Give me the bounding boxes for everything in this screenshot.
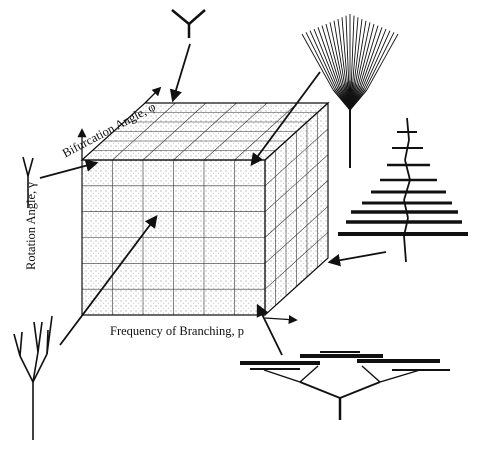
arrow-from-wide-tree [256, 303, 283, 356]
cube-grid [82, 102, 329, 315]
x-axis-arrow [264, 314, 298, 325]
y-axis-label: Rotation Angle, γ [24, 182, 38, 270]
x-axis-label: Frequency of Branching, p [110, 324, 244, 338]
pointer-arrows [39, 43, 387, 356]
y-branch-icon [171, 9, 206, 38]
twig-icon [22, 156, 34, 208]
fir-tree-icon [338, 117, 468, 263]
parameter-cube [80, 101, 330, 317]
z-axis-arrow [144, 86, 162, 104]
arrow-from-candelabra [59, 214, 158, 346]
arrow-from-fir-tree [327, 251, 387, 267]
axis-arrows [77, 86, 298, 325]
arrow-from-twig [39, 159, 99, 179]
arrow-from-weeping-tree [250, 71, 321, 167]
candelabra-tree-icon [13, 315, 53, 440]
wide-tree-icon [240, 351, 450, 420]
weeping-tree-icon [301, 14, 399, 168]
arrow-to-top-face [169, 43, 191, 103]
